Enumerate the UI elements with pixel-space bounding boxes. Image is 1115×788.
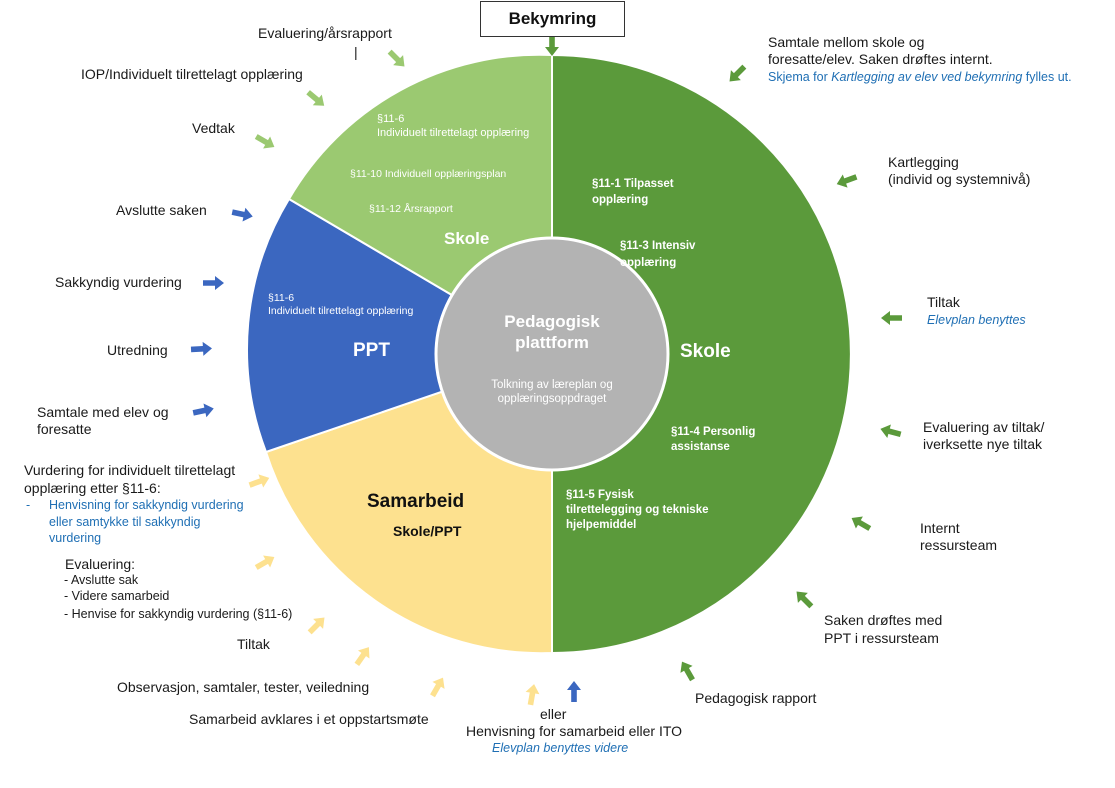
skole-top-item: §11-6	[377, 113, 405, 125]
arrow-tiltak-right	[881, 311, 902, 325]
label-evaluering-left-title: Evaluering:	[65, 556, 136, 572]
label-samtale-line1: Samtale mellom skole og	[768, 34, 925, 50]
arrow-utredning	[190, 341, 213, 357]
label-internt-line2: ressursteam	[920, 537, 998, 553]
arrow-henvisning-blue	[567, 681, 581, 702]
label-internt-line1: Internt	[920, 520, 960, 536]
label-eller: eller	[540, 706, 567, 722]
arrow-vurdering	[247, 471, 272, 492]
segment-ppt	[246, 197, 555, 454]
skole-right-item: hjelpemiddel	[566, 519, 637, 531]
label-henvisning-left-line2: eller samtykke til sakkyndig	[49, 515, 201, 529]
label-henvisning-left-line1: Henvisning for sakkyndig vurdering	[49, 498, 244, 512]
label-vurdering-line2: opplæring etter §11-6:	[24, 480, 161, 496]
skjema-suffix: fylles ut.	[1022, 70, 1072, 84]
label-observasjon: Observasjon, samtaler, tester, veilednin…	[117, 679, 370, 695]
label-vurdering-dash: -	[26, 498, 31, 512]
label-evaluering-left-item: - Avslutte sak	[64, 573, 139, 587]
label-elevplan: Elevplan benyttes	[927, 313, 1026, 327]
arrow-samarbeid-avklares	[426, 674, 450, 700]
arrow-evaluering	[878, 422, 903, 442]
arrow-bekymring	[545, 35, 559, 56]
arrow-evaluering-arsrapport	[384, 46, 410, 72]
arrow-observasjon	[351, 643, 375, 669]
center-sub-line1: Tolkning av læreplan og	[491, 379, 613, 391]
skole-right-item: opplæring	[620, 257, 677, 269]
samarbeid-title: Samarbeid	[367, 491, 465, 512]
label-evaluering-left-item: - Henvise for sakkyndig vurdering (§11-6…	[64, 607, 293, 621]
label-samtale-left-line2: foresatte	[37, 421, 92, 437]
skole-right-item: assistanse	[671, 441, 730, 453]
arrow-samtale-left	[191, 401, 216, 420]
arrow-tiltak-bottom	[304, 612, 330, 638]
label-evaluering-arsrapport: Evaluering/årsrapport	[258, 25, 392, 41]
label-evaluering-left-item: - Videre samarbeid	[64, 589, 170, 603]
label-pedagogisk-rapport: Pedagogisk rapport	[695, 690, 817, 706]
label-kartlegging-line2: (individ og systemnivå)	[888, 171, 1031, 187]
label-skjema: Skjema for Kartlegging av elev ved bekym…	[768, 70, 1072, 85]
label-iop: IOP/Individuelt tilrettelagt opplæring	[81, 66, 303, 82]
label-utredning: Utredning	[107, 342, 168, 358]
label-tiltak-bottom: Tiltak	[237, 636, 270, 652]
label-elevplan-videre: Elevplan benyttes videre	[492, 741, 629, 755]
skole-top-item: §11-12 Årsrapport	[369, 203, 453, 215]
center-title-line1: Pedagogisk	[504, 312, 600, 331]
skole-top-item: Individuelt tilrettelagt opplæring	[377, 127, 530, 139]
label-vedtak: Vedtak	[192, 120, 235, 136]
label-saken-line1: Saken drøftes med	[824, 612, 943, 628]
arrow-saken	[791, 586, 817, 612]
label-sakkyndig: Sakkyndig vurdering	[55, 274, 182, 290]
skole-right-title: Skole	[680, 341, 731, 362]
label-samtale-left-line1: Samtale med elev og	[37, 404, 169, 420]
arrow-iop	[303, 86, 329, 112]
label-tiltak-right: Tiltak	[927, 294, 960, 310]
label-samtale-line2: foresatte/elev. Saken drøftes internt.	[768, 51, 993, 67]
label-saken-line2: PPT i ressursteam	[824, 630, 939, 646]
label-evaluering-line2: iverksette nye tiltak	[923, 436, 1043, 452]
label-samarbeid-avklares: Samarbeid avklares i et oppstartsmøte	[189, 711, 429, 727]
ppt-item: Individuelt tilrettelagt opplæring	[268, 305, 414, 317]
center-title-line2: plattform	[515, 333, 589, 352]
arrow-vedtak	[252, 130, 278, 154]
arrow-avslutte	[230, 205, 255, 224]
arrow-samtale	[724, 61, 750, 87]
arrow-pedagogisk-rapport	[675, 658, 699, 684]
label-henvisning: Henvisning for samarbeid eller ITO	[466, 723, 683, 739]
center-circle	[434, 236, 670, 472]
text-cursor-mark: |	[354, 44, 358, 60]
arrow-sakkyndig	[203, 276, 224, 290]
label-kartlegging-line1: Kartlegging	[888, 154, 959, 170]
samarbeid-subtitle: Skole/PPT	[393, 523, 462, 539]
arrow-kartlegging	[834, 170, 859, 191]
skjema-prefix: Skjema for	[768, 70, 832, 84]
bekymring-box: Bekymring	[480, 1, 625, 37]
skole-right-item: opplæring	[592, 194, 649, 206]
skole-right-item: §11-1 Tilpasset	[592, 178, 674, 190]
skole-right-item: tilrettelegging og tekniske	[566, 504, 709, 516]
label-vurdering-line1: Vurdering for individuelt tilrettelagt	[24, 462, 236, 478]
ppt-item: §11-6	[268, 292, 295, 304]
center-sub-line2: opplæringsoppdraget	[497, 393, 607, 405]
skole-right-item: §11-4 Personlig	[671, 426, 756, 438]
label-evaluering-line1: Evaluering av tiltak/	[923, 419, 1045, 435]
skole-top-title: Skole	[444, 229, 490, 248]
arrow-internt	[848, 511, 874, 535]
arrow-evaluering-left	[252, 550, 278, 574]
ppt-title: PPT	[353, 340, 390, 361]
arrow-eller-yellow	[523, 682, 541, 707]
segment-skole-right	[551, 53, 852, 655]
skjema-form-name: Kartlegging av elev ved bekymring	[831, 70, 1023, 84]
label-henvisning-left-line3: vurdering	[49, 531, 102, 545]
label-avslutte: Avslutte saken	[116, 202, 207, 218]
skole-top-item: §11-10 Individuell opplæringsplan	[350, 168, 507, 180]
skole-right-item: §11-5 Fysisk	[566, 489, 634, 501]
skole-right-item: §11-3 Intensiv	[620, 240, 696, 252]
